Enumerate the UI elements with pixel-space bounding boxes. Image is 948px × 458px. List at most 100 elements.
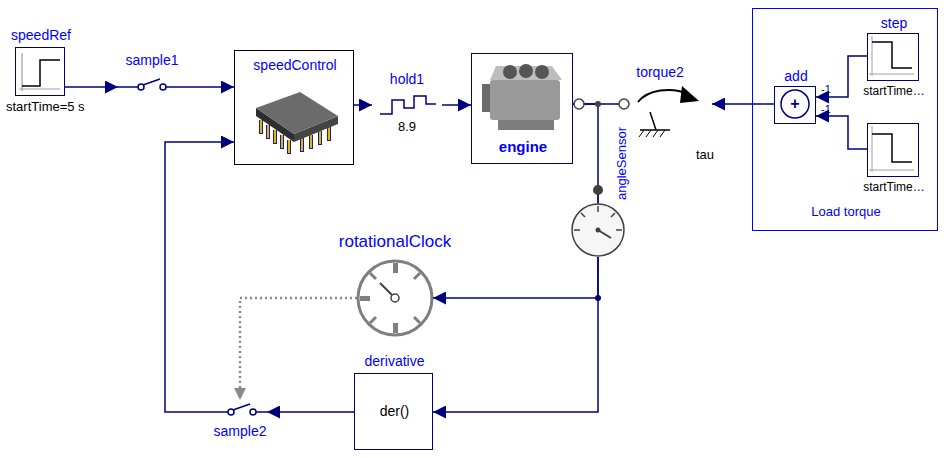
engine-cylinder (503, 65, 517, 79)
flange-symbol (619, 99, 629, 109)
controller-block: speedControl (234, 50, 354, 165)
gain-value: -1 (821, 103, 831, 116)
switch-contact (250, 409, 256, 415)
chip-pin (281, 135, 283, 148)
angle-sensor: angleSensor (571, 203, 625, 257)
component-name: sample2 (214, 423, 267, 439)
signal-connector (816, 116, 867, 149)
chip-pin (328, 127, 330, 140)
signal-connector (712, 103, 774, 105)
flange-symbol (593, 185, 603, 195)
signal-connector (354, 104, 372, 106)
axis-line (872, 126, 873, 172)
signal-connector (442, 104, 471, 106)
switch-blade (143, 79, 160, 85)
add-block: add+-1-1 (774, 86, 816, 124)
clock-connector (240, 298, 357, 400)
step-curve (872, 42, 912, 68)
torque-source: torque2tau (622, 86, 712, 146)
chip-top (256, 92, 338, 134)
step-block: startTime… (867, 123, 919, 177)
parameter-text: startTime=5 s (6, 100, 85, 115)
clock-tick (393, 323, 398, 333)
parameter-text: 8.9 (398, 120, 416, 135)
switch-wire (256, 411, 267, 413)
engine-sump (498, 120, 554, 130)
signal-connector (433, 257, 598, 412)
step-icon (869, 126, 914, 172)
component-name: engine (499, 138, 547, 155)
ground-hatch (639, 130, 665, 137)
signal-connector (433, 257, 598, 298)
sampler-symbol (118, 79, 186, 90)
sum-circle (781, 90, 809, 118)
torque-arrowhead (680, 86, 699, 103)
engine-cylinder (535, 65, 549, 79)
switch-blade (233, 404, 250, 410)
signal-connector (165, 142, 234, 412)
source-block: speedRefstartTime=5 s (15, 47, 65, 96)
axis-line (869, 74, 914, 75)
component-name: speedControl (253, 57, 336, 73)
dial-ticks (574, 206, 622, 230)
chip-pin (288, 140, 290, 153)
component-name: hold1 (390, 71, 424, 87)
group-box: add+-1-1stepstartTime…startTime…Load tor… (752, 8, 938, 231)
chip-pin (310, 135, 312, 148)
component-name: add (784, 68, 807, 84)
signal-connector (65, 86, 118, 88)
clock-dial (358, 261, 432, 335)
component-name: sample1 (126, 52, 179, 68)
component-name: torque2 (636, 64, 683, 80)
step-icon (869, 36, 914, 76)
chip-pin (266, 125, 270, 139)
switch-wire (213, 411, 228, 413)
chip-pin (280, 135, 284, 149)
torque-symbol (638, 86, 699, 137)
engine-icon (482, 64, 562, 130)
junction-dot (595, 101, 601, 107)
gain-value: -1 (821, 83, 831, 96)
group-title: Load torque (811, 205, 880, 220)
chip-pin (260, 120, 262, 133)
signal-connector (816, 56, 867, 97)
block-expression: der() (380, 403, 410, 419)
clock-tick (393, 263, 398, 273)
operator-sign: + (790, 95, 799, 113)
engine-block: engine (471, 53, 573, 164)
chip-pin (267, 125, 269, 138)
component-name: angleSensor (615, 127, 630, 200)
clock-block: rotationalClock (357, 260, 433, 336)
signal-connector (267, 411, 354, 413)
component-name: speedRef (11, 27, 71, 43)
step-curve (22, 60, 60, 86)
chip-pin (273, 130, 277, 144)
chip-pin (309, 135, 313, 149)
parameter-text: startTime… (863, 85, 925, 99)
switch-wire (166, 86, 186, 88)
chip-icon (256, 92, 338, 154)
switch-wire (118, 86, 138, 88)
sampler-block: sample2 (213, 400, 267, 424)
sampler-block: sample1 (118, 72, 186, 102)
chip-pin (318, 131, 322, 145)
port-name: tau (696, 148, 714, 163)
derivative-block: derivativeder() (354, 373, 433, 450)
sampler-symbol (213, 404, 267, 415)
hold-symbol (380, 96, 436, 114)
step-curve (872, 134, 912, 162)
flange-symbol (574, 99, 584, 109)
chip-pin (287, 140, 291, 154)
chip-pin (300, 138, 304, 152)
clock-face (358, 261, 432, 335)
support-line (650, 112, 656, 130)
chip-pin (319, 131, 321, 144)
switch-contact (160, 84, 166, 90)
dial-face (572, 204, 624, 256)
step-block: stepstartTime… (867, 33, 919, 81)
chip-pin (301, 138, 303, 151)
component-name: derivative (365, 353, 425, 369)
axis-line (19, 88, 60, 89)
